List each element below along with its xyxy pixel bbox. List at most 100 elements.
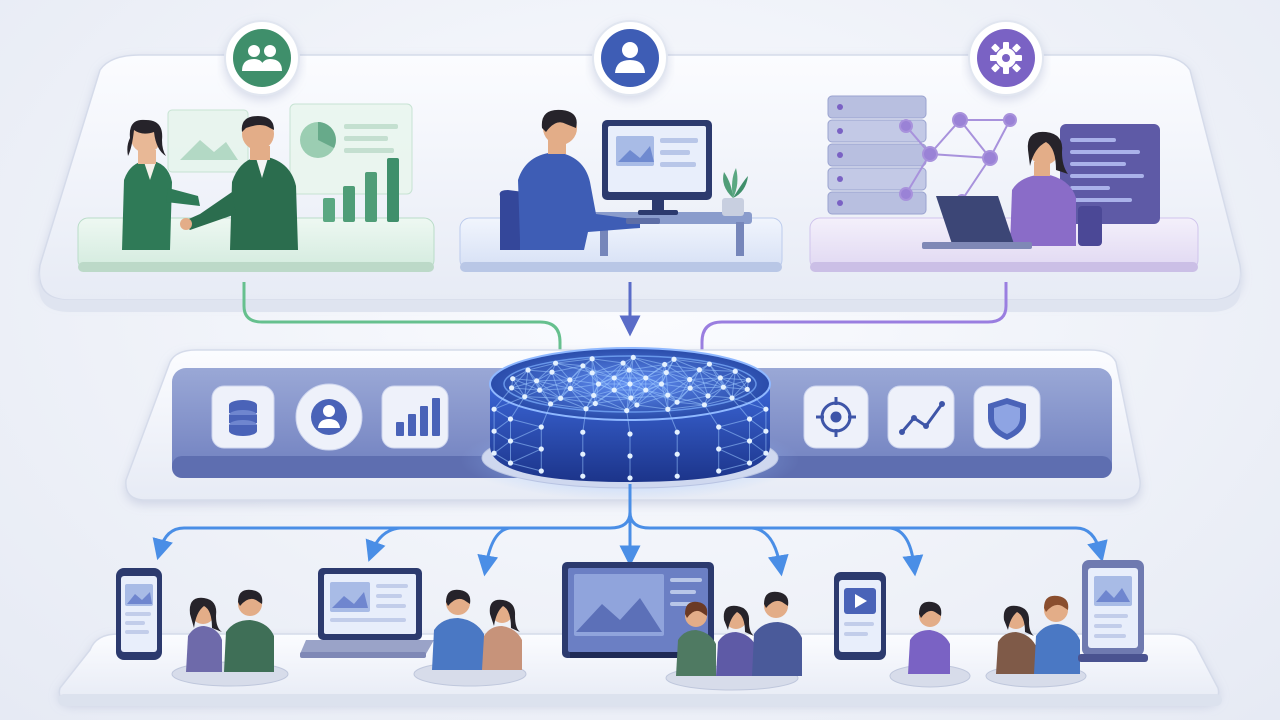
mesh-link (613, 377, 632, 399)
mesh-link (666, 372, 690, 380)
mesh-link (539, 371, 553, 391)
mesh-link (699, 369, 724, 388)
mesh-link (613, 389, 628, 411)
mesh-link (510, 440, 542, 450)
mesh-link (626, 389, 647, 411)
mesh-node (628, 395, 634, 401)
mesh-link (613, 369, 630, 391)
person-it-admin (1010, 131, 1102, 246)
role-badge-team[interactable] (224, 20, 300, 96)
mesh-link (570, 383, 599, 390)
mesh-link (749, 440, 767, 454)
person-woman-business (122, 119, 200, 250)
mesh-link (630, 377, 647, 399)
mesh-node (745, 377, 752, 383)
mesh-link (667, 409, 678, 433)
mesh-node (663, 369, 669, 376)
mesh-link (592, 358, 624, 364)
mesh-link (677, 401, 705, 406)
mesh-node (491, 428, 497, 434)
role-badge-user[interactable] (592, 20, 668, 96)
tool-tile-bar-chart[interactable] (381, 385, 449, 449)
role-card-desk (459, 109, 783, 272)
mesh-node (580, 363, 586, 369)
gear-icon (990, 42, 1022, 74)
mesh-link (667, 404, 705, 410)
mesh-node (746, 438, 753, 444)
mesh-link (704, 386, 724, 406)
mesh-link (510, 396, 526, 420)
mesh-link (699, 369, 736, 372)
role-card-it (809, 95, 1199, 272)
mesh-link (524, 396, 561, 399)
mesh-link (645, 372, 667, 391)
mesh-node (674, 451, 680, 457)
mesh-node (611, 375, 617, 381)
tool-tile-target[interactable] (803, 385, 869, 449)
mesh-link (704, 397, 733, 406)
mesh-node (591, 392, 597, 399)
mesh-link (661, 378, 690, 385)
mesh-link (664, 363, 700, 371)
mesh-link (594, 383, 599, 404)
mesh-node (525, 367, 531, 373)
code-panel (1060, 124, 1160, 224)
mesh-link (633, 356, 667, 374)
mesh-link (630, 394, 668, 399)
mesh-link (493, 396, 525, 410)
mesh-link (626, 410, 631, 435)
mesh-link (595, 397, 631, 405)
mesh-node (687, 376, 693, 383)
mesh-link (689, 379, 709, 397)
mesh-link (718, 426, 750, 442)
role-badge-settings[interactable] (968, 20, 1044, 96)
tool-tile-database[interactable] (211, 385, 275, 449)
mesh-link (493, 418, 511, 432)
mesh-link (718, 462, 750, 472)
tool-tile-shield[interactable] (973, 385, 1041, 449)
mesh-node (674, 399, 680, 405)
role-card-business (77, 103, 435, 272)
mesh-link (560, 379, 571, 399)
mesh-link (690, 386, 724, 389)
mesh-link (629, 363, 665, 371)
tool-tile-trend[interactable] (887, 385, 955, 449)
mesh-link (718, 418, 750, 428)
central-hub[interactable] (460, 347, 800, 500)
mesh-link (636, 404, 668, 410)
mesh-node (507, 416, 514, 422)
mesh-link (536, 380, 571, 390)
mesh-node (706, 361, 713, 367)
mesh-link (720, 370, 736, 379)
mesh-node (716, 468, 722, 474)
shield-icon (988, 398, 1026, 440)
mesh-node (627, 381, 633, 387)
endpoint-kiosk (985, 560, 1148, 688)
mesh-link (718, 440, 750, 450)
mesh-link (689, 387, 705, 406)
mesh-node (510, 376, 516, 382)
mesh-link (723, 379, 749, 388)
mesh-link (569, 372, 593, 381)
mesh-link (645, 372, 667, 379)
endpoint-laptop (300, 568, 527, 687)
mesh-link (510, 426, 542, 442)
mesh-link (645, 389, 668, 396)
mesh-link (536, 379, 570, 382)
mesh-link (493, 387, 512, 410)
person-man-business (180, 116, 298, 250)
mesh-link (551, 371, 562, 399)
mesh-link (667, 379, 690, 396)
mesh-node (674, 429, 680, 435)
mesh-link (677, 395, 709, 403)
mesh-link (560, 397, 596, 405)
mesh-link (570, 388, 594, 396)
mesh-link (593, 394, 627, 412)
mesh-node (729, 395, 735, 401)
mesh-link (510, 462, 542, 472)
laptop-device (300, 568, 434, 658)
mesh-link (734, 370, 749, 381)
mesh-link (551, 371, 571, 381)
tool-tile-user-profile[interactable] (295, 383, 363, 451)
